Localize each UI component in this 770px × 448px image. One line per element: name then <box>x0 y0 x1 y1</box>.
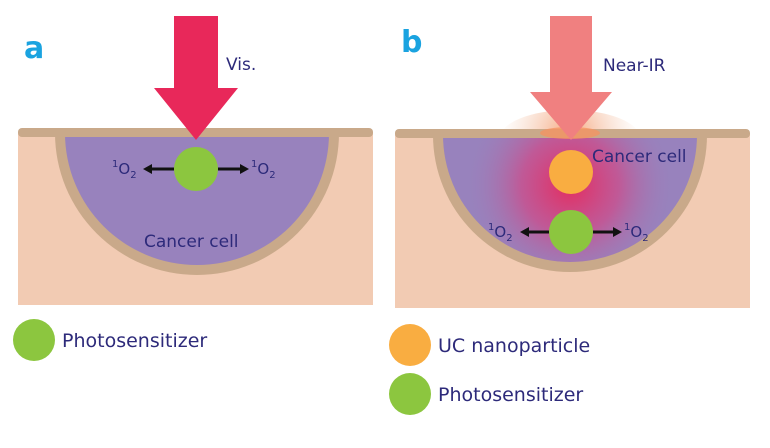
singlet-oxygen-right-a: 1O2 <box>218 159 276 181</box>
uc-nanoparticle-legend-icon <box>389 324 431 366</box>
panel-a: a Vis. 1O2 1O2 Cancer cell <box>18 16 373 305</box>
singlet-oxygen-left-b: 1O2 <box>488 222 549 244</box>
uc-nanoparticle-b <box>549 150 593 194</box>
svg-text:1O2: 1O2 <box>488 222 513 244</box>
legend-uc-nanoparticle: UC nanoparticle <box>438 335 590 357</box>
svg-text:1O2: 1O2 <box>624 222 649 244</box>
vis-label: Vis. <box>226 55 256 75</box>
cancer-cell-a <box>65 133 329 265</box>
arrow-right-icon <box>613 227 622 237</box>
cancer-cell-label-b: Cancer cell <box>592 147 687 167</box>
panel-b: b Near-IR Cancer cell 1O2 1O2 <box>395 16 750 308</box>
photosensitizer-a <box>174 147 218 191</box>
legend-a: Photosensitizer <box>13 319 207 361</box>
legend-b: UC nanoparticle Photosensitizer <box>389 324 590 415</box>
photosensitizer-b <box>549 210 593 254</box>
photosensitizer-legend-icon <box>389 373 431 415</box>
singlet-oxygen-right-b: 1O2 <box>593 222 649 244</box>
svg-text:1O2: 1O2 <box>251 159 276 181</box>
svg-text:1O2: 1O2 <box>112 159 137 181</box>
cancer-cell-label-a: Cancer cell <box>144 232 239 252</box>
panel-b-letter: b <box>401 25 422 60</box>
visible-light-arrow <box>154 16 238 140</box>
photosensitizer-legend-icon <box>13 319 55 361</box>
near-ir-arrow <box>530 16 612 140</box>
arrow-right-icon <box>240 164 249 174</box>
near-ir-label: Near-IR <box>603 56 666 76</box>
panel-a-letter: a <box>24 31 44 66</box>
arrow-left-icon <box>143 164 152 174</box>
legend-photosensitizer-a: Photosensitizer <box>62 330 207 352</box>
singlet-oxygen-left-a: 1O2 <box>112 159 174 181</box>
legend-photosensitizer-b: Photosensitizer <box>438 384 583 406</box>
arrow-left-icon <box>520 227 529 237</box>
